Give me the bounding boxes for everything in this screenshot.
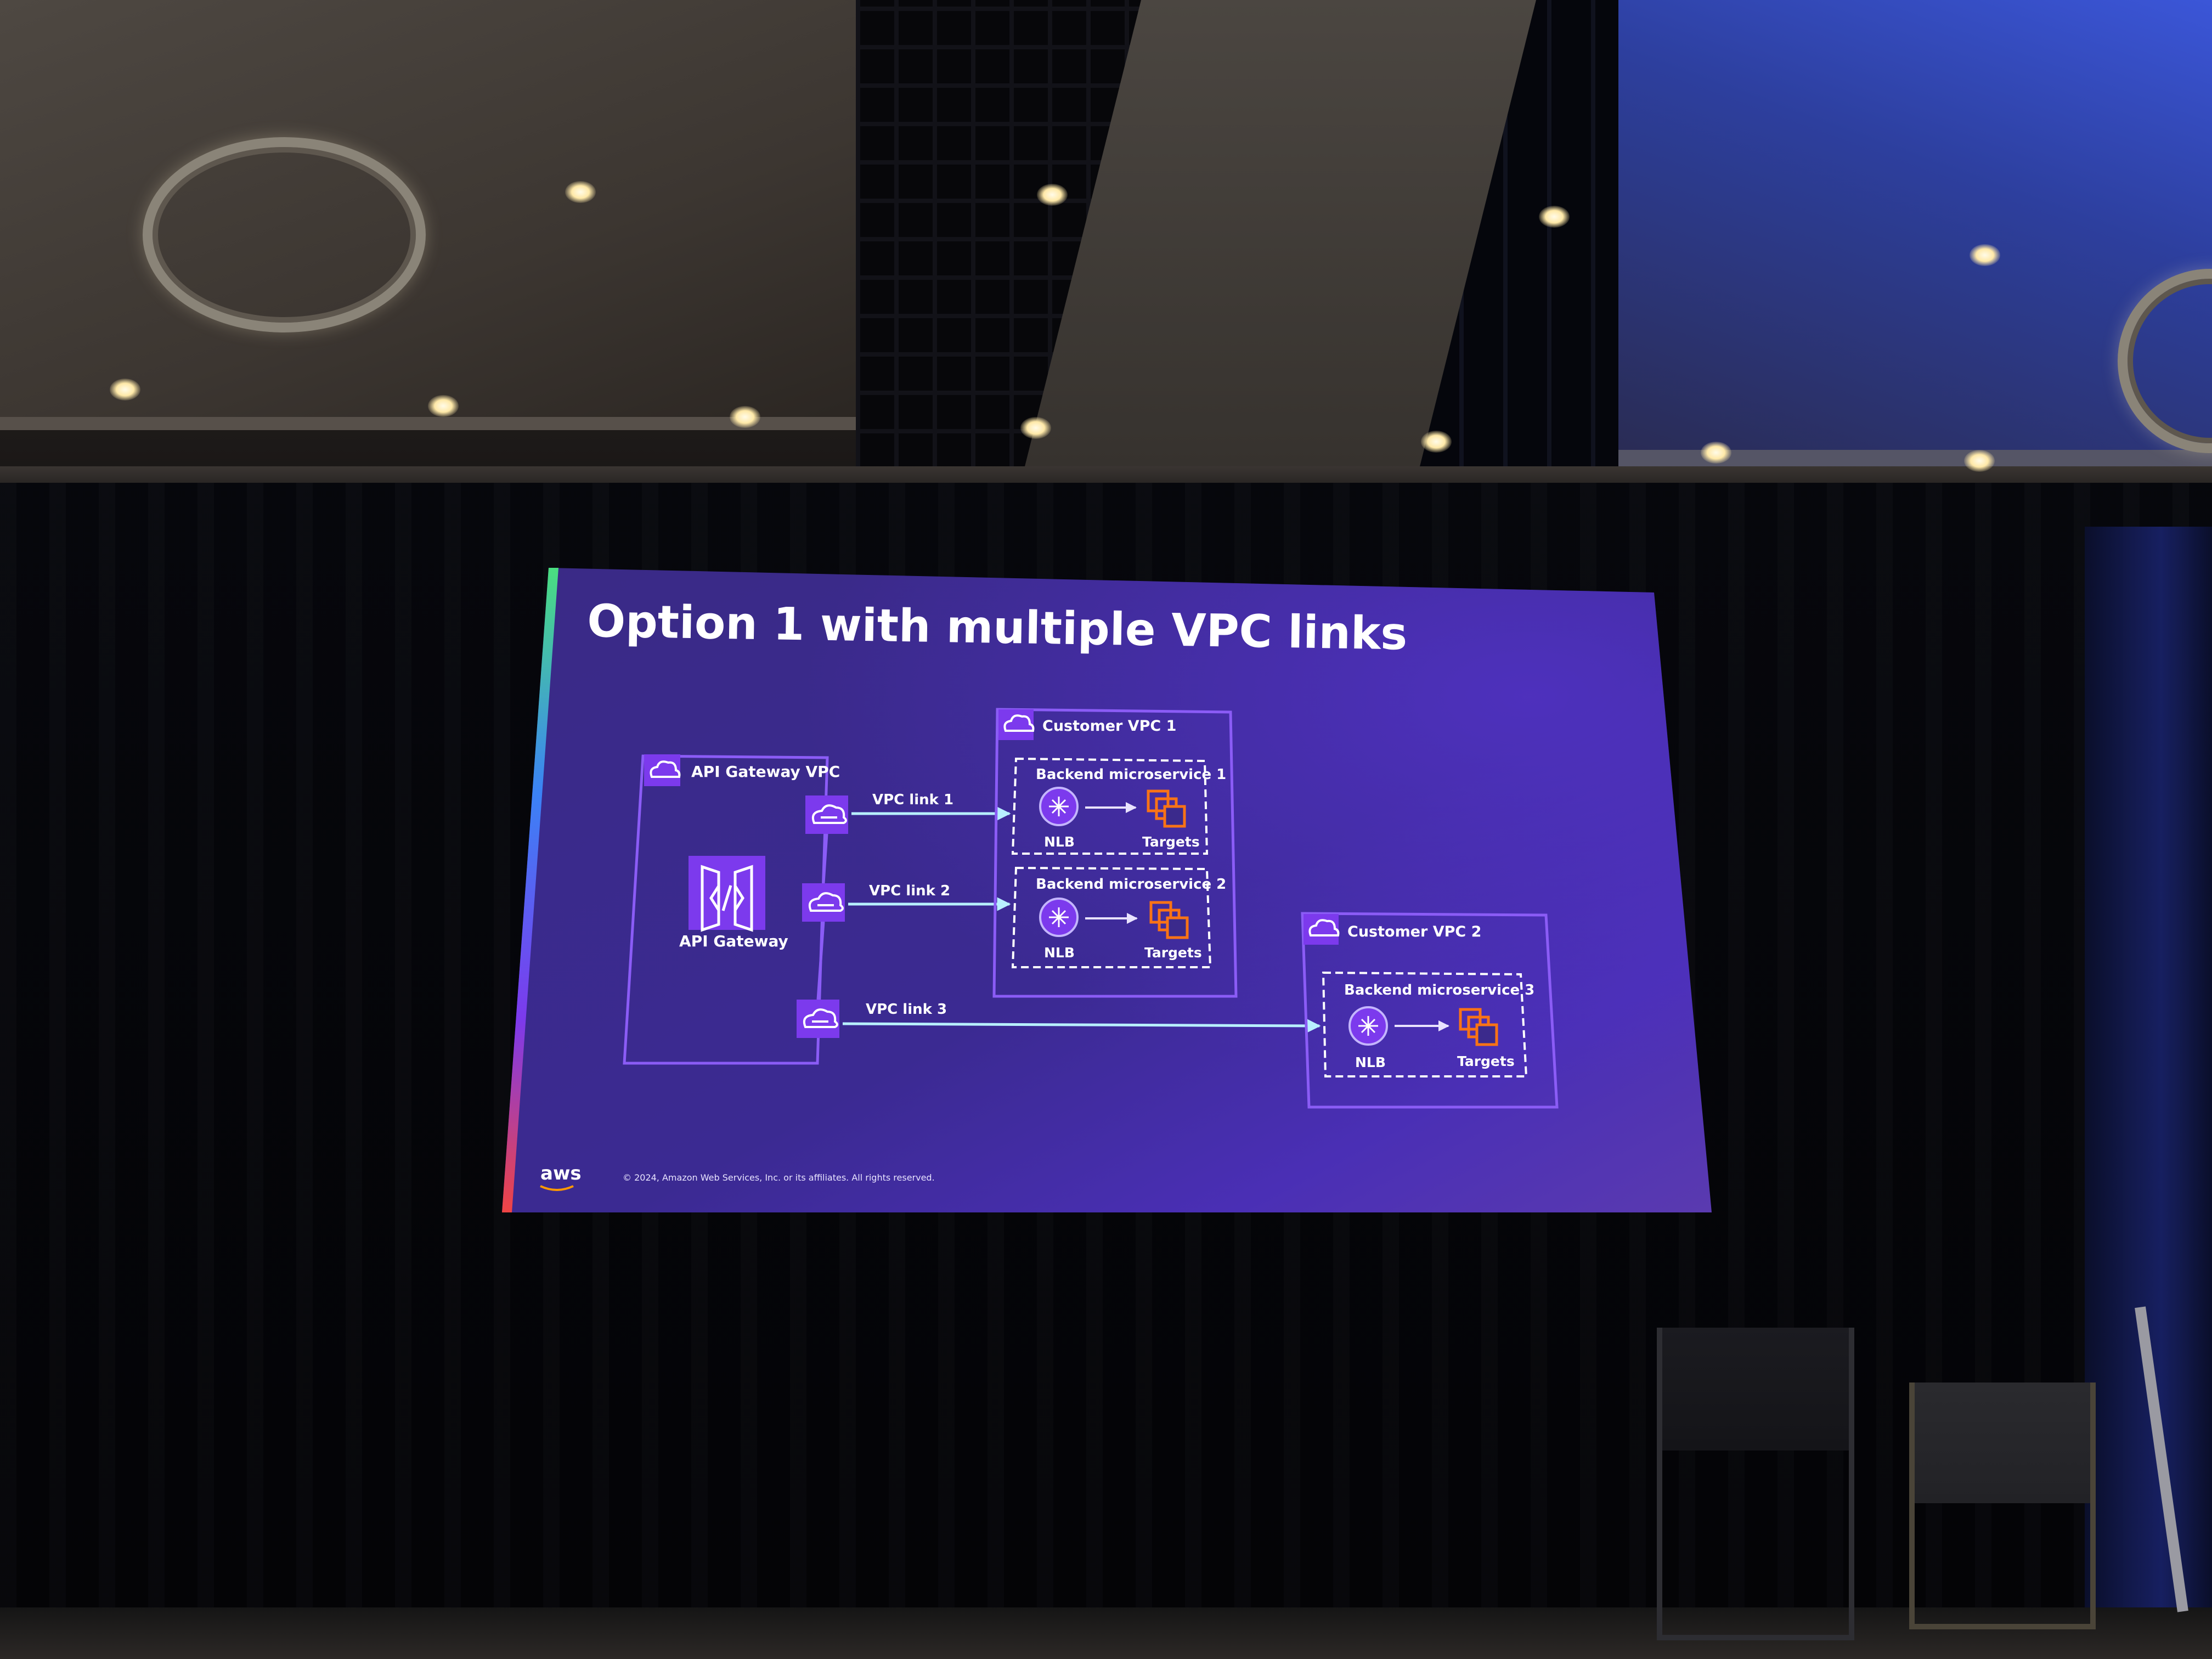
customer-vpc-2-border (1301, 912, 1559, 1109)
slide-glow (502, 568, 1712, 1212)
targets-label: Targets (1457, 1053, 1515, 1069)
targets-icon (1147, 789, 1186, 828)
microservice-label: Backend microservice 2 (1036, 876, 1226, 893)
api-gateway-icon-glyph (701, 865, 753, 932)
customer-vpc-2: Customer VPC 2 Backend microservice 3 NL… (1301, 912, 1559, 1109)
vpc-link-icon (802, 883, 845, 922)
vpc-link-label: VPC link 1 (872, 792, 953, 808)
customer-vpc-1-border (992, 708, 1238, 998)
ceiling-light (1964, 450, 1995, 472)
api-gateway-vpc: API Gateway VPC API Gateway (623, 754, 840, 1065)
vpc-link-connector (816, 833, 828, 1000)
copyright-notice: © 2024, Amazon Web Services, Inc. or its… (623, 1172, 935, 1183)
vpc-link-icon (805, 795, 848, 834)
ceiling-light (1037, 184, 1068, 206)
stage-chair (1909, 1383, 2096, 1629)
targets-icon (1459, 1008, 1498, 1046)
backend-microservice-3: Backend microservice 3 NLB Targets (1322, 971, 1534, 1077)
vpc-cloud-icon-glyph (1003, 714, 1035, 732)
targets-icon (1149, 901, 1189, 939)
api-gateway-label: API Gateway (679, 932, 788, 950)
ceiling-light (110, 379, 140, 400)
stage-chair (1657, 1328, 1854, 1640)
api-gateway-icon (689, 856, 765, 930)
targets-label: Targets (1144, 945, 1202, 961)
vpc-link-2: VPC link 2 (802, 883, 950, 922)
vpc-cloud-icon-glyph (1308, 919, 1340, 936)
slide-edge-bar (502, 568, 558, 1212)
ceiling-panel-lit (1618, 0, 2212, 466)
customer-vpc-1: Customer VPC 1 Backend microservice 1 NL… (992, 708, 1238, 998)
vpc-cloud-icon-glyph (650, 760, 681, 778)
vpc-link-3: VPC link 3 (797, 1000, 947, 1038)
vpc-link-label: VPC link 2 (869, 883, 950, 899)
aws-logo: aws (540, 1163, 582, 1184)
ceiling-light (730, 406, 760, 428)
slide-title: Option 1 with multiple VPC links (587, 595, 1408, 660)
vpc-link-icon-glyph (808, 892, 844, 912)
backend-microservice-2: Backend microservice 2 NLB Targets (1011, 866, 1226, 968)
nlb-icon-glyph (1049, 907, 1069, 927)
microservice-label: Backend microservice 3 (1344, 982, 1534, 998)
vpc-cloud-icon (644, 754, 680, 786)
microservice-border (1011, 757, 1209, 855)
vpc-link-label: VPC link 3 (866, 1001, 947, 1018)
nlb-label: NLB (1044, 945, 1075, 961)
vpc-cloud-icon (1304, 914, 1339, 945)
targets-label: Targets (1142, 834, 1200, 850)
aws-logo-smile (540, 1185, 574, 1191)
vpc-link-icon (797, 1000, 839, 1038)
microservice-border (1322, 971, 1528, 1077)
vpc-link-icon-glyph (803, 1008, 838, 1028)
vpc-link-1: VPC link 1 (805, 792, 953, 834)
vpc-link-3-arrow (842, 1019, 1321, 1033)
ceiling-light (1020, 417, 1051, 439)
nlb-icon-glyph (1358, 1016, 1378, 1036)
api-gateway-vpc-label: API Gateway VPC (691, 763, 840, 781)
stage-curtain-lit (2085, 527, 2212, 1659)
nlb-icon-glyph (1049, 797, 1069, 816)
ceiling-light (1701, 442, 1731, 464)
microservice-border (1011, 866, 1212, 968)
vpc-link-icon-glyph (811, 804, 847, 824)
customer-vpc-2-label: Customer VPC 2 (1347, 923, 1481, 940)
ceiling-light (565, 181, 596, 203)
nlb-label: NLB (1044, 834, 1075, 850)
ceiling-light (1970, 244, 2000, 266)
nlb-label: NLB (1355, 1054, 1386, 1070)
customer-vpc-1-label: Customer VPC 1 (1042, 718, 1176, 735)
ceiling-light (1421, 431, 1452, 453)
backend-microservice-1: Backend microservice 1 NLB Targets (1011, 757, 1226, 855)
ceiling-light (1539, 206, 1570, 228)
ceiling-light (428, 395, 459, 417)
vpc-cloud-icon (998, 709, 1034, 740)
api-gateway-vpc-border (623, 754, 829, 1065)
microservice-label: Backend microservice 1 (1036, 766, 1226, 783)
